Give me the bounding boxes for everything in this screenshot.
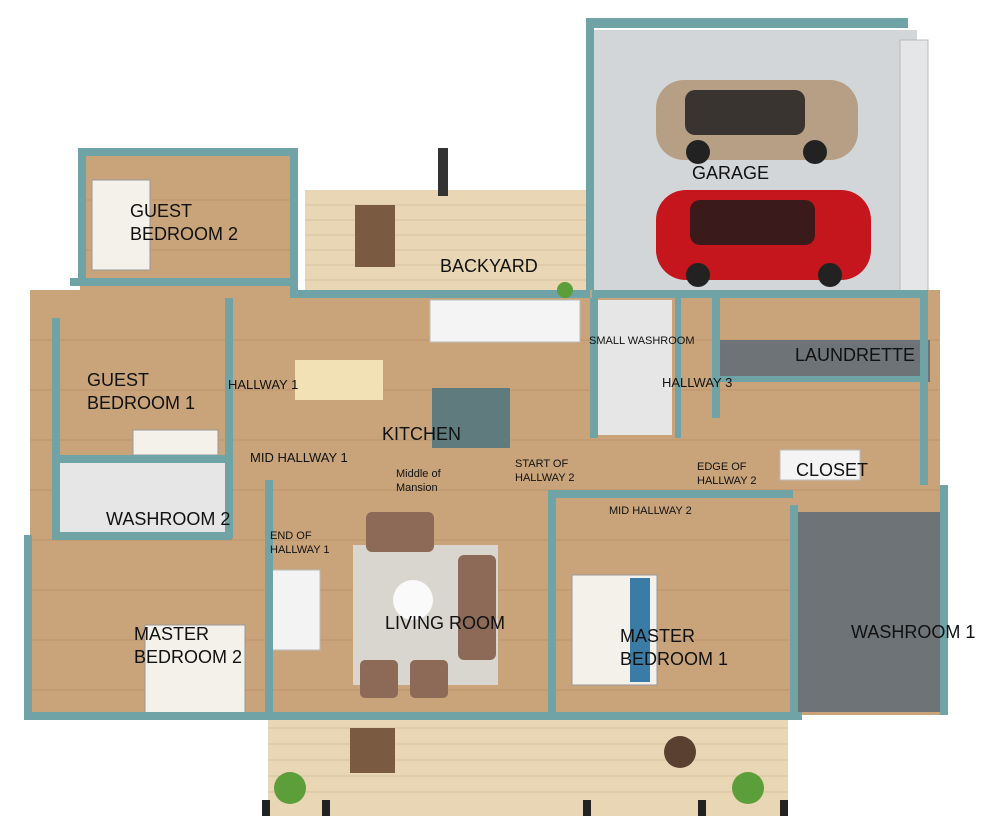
sofa-top xyxy=(366,512,434,552)
label-living-room: LIVING ROOM xyxy=(385,613,506,633)
armchair-left xyxy=(360,660,398,698)
label-guest-bedroom-2: GUEST BEDROOM 2 xyxy=(130,201,239,244)
red-car xyxy=(656,190,871,287)
label-middle-of-mansion: Middle of Mansion xyxy=(396,468,441,494)
dining-table xyxy=(295,360,383,400)
label-closet: CLOSET xyxy=(796,460,869,480)
label-washroom-2: WASHROOM 2 xyxy=(106,509,231,529)
label-master-bedroom-1: MASTER BEDROOM 1 xyxy=(620,626,729,669)
label-master-bedroom-2: MASTER BEDROOM 2 xyxy=(134,624,243,667)
bed-guest-2 xyxy=(91,179,151,271)
label-mid-hallway-1: MID HALLWAY 1 xyxy=(250,450,348,465)
garage-wall-top xyxy=(586,18,908,28)
label-mid-hallway-2: MID HALLWAY 2 xyxy=(609,505,692,517)
plant-backyard xyxy=(557,282,573,298)
label-laundrette: LAUNDRETTE xyxy=(795,345,916,365)
kitchen-island xyxy=(432,388,510,448)
bed-guest-1 xyxy=(132,429,219,456)
label-small-washroom: SMALL WASHROOM xyxy=(589,335,695,347)
plant-left xyxy=(274,772,306,804)
walls xyxy=(24,148,948,720)
label-backyard: BACKYARD xyxy=(440,256,538,276)
chimney xyxy=(438,148,448,196)
label-washroom-1: WASHROOM 1 xyxy=(851,622,976,642)
front-round-table xyxy=(664,736,696,768)
closet-island xyxy=(779,449,861,481)
bed-master-2 xyxy=(144,624,246,716)
backyard-deck xyxy=(305,190,590,295)
plant-right xyxy=(732,772,764,804)
beige-car xyxy=(656,80,858,164)
label-garage: GARAGE xyxy=(692,163,770,183)
label-guest-bedroom-1: GUEST BEDROOM 1 xyxy=(87,370,196,413)
washroom-1-tile xyxy=(795,512,940,712)
bed-master-1-blanket xyxy=(630,578,650,682)
backyard-table xyxy=(355,205,395,267)
armchair-right xyxy=(410,660,448,698)
sofa-right xyxy=(458,555,496,660)
small-washroom-floor xyxy=(597,300,672,435)
label-start-of-hallway-2: START OF HALLWAY 2 xyxy=(515,458,575,484)
coffee-table xyxy=(393,580,433,620)
label-hallway-3: HALLWAY 3 xyxy=(662,375,733,390)
washroom-2-floor xyxy=(55,460,225,535)
kitchen-counter xyxy=(429,299,581,343)
deck-posts xyxy=(262,800,788,816)
label-kitchen: KITCHEN xyxy=(382,424,462,444)
label-end-of-hallway-1: END OF HALLWAY 1 xyxy=(270,530,330,556)
garage-door-panel xyxy=(899,39,929,296)
tv-stand xyxy=(271,569,321,651)
deck-planks xyxy=(305,204,590,281)
laundrette-tile xyxy=(720,340,930,382)
front-table xyxy=(350,728,395,773)
garage-wall xyxy=(586,18,594,296)
label-edge-of-hallway-2: EDGE OF HALLWAY 2 xyxy=(697,461,757,487)
label-hallway-1: HALLWAY 1 xyxy=(228,377,299,392)
